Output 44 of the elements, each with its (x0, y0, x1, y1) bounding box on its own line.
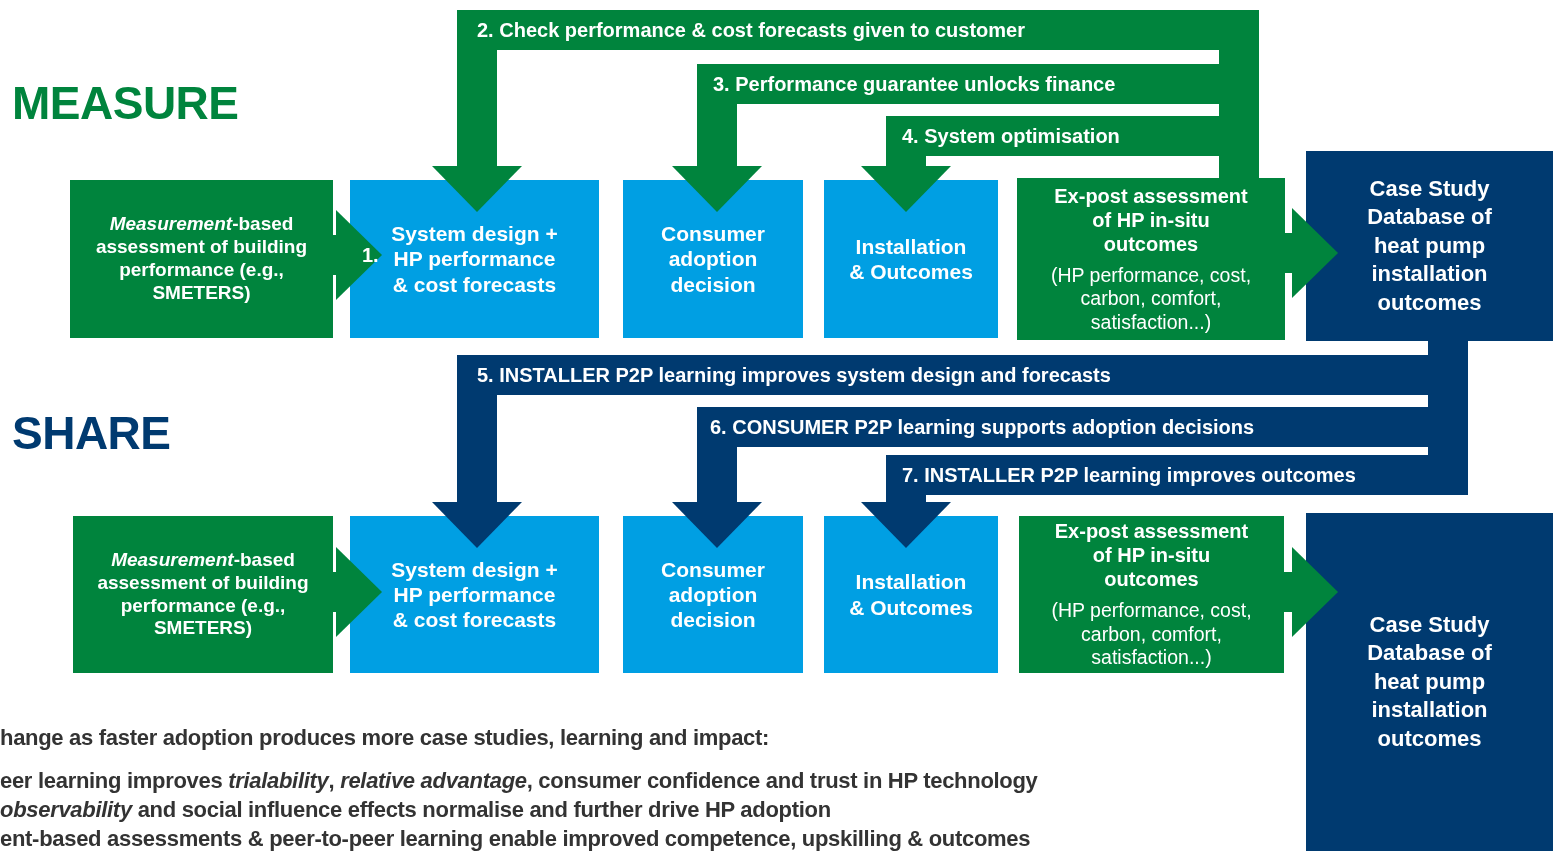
process-box (623, 516, 803, 673)
edge-label: 1. (362, 244, 379, 266)
edge-label: 7. INSTALLER P2P learning improves outcomes (902, 464, 1356, 486)
box-label: System design + HP performance & cost forecasts (390, 221, 559, 297)
note-text: observability and social influence effects normalise and further drive HP adoption (0, 797, 831, 823)
box-label: (HP performance, cost, carbon, comfort, satisfaction...) (1050, 599, 1253, 670)
box-label: (HP performance, cost, carbon, comfort, satisfaction...) (1049, 263, 1253, 335)
edge-label: 3. Performance guarantee unlocks finance (713, 73, 1116, 95)
process-box (824, 180, 998, 338)
arrow (1284, 547, 1338, 637)
edge-label: 2. Check performance & cost forecasts given to customer (477, 19, 1025, 41)
assessment-box (1019, 516, 1284, 673)
box-label: Ex-post assessment of HP in-situ outcomes (1053, 183, 1249, 256)
box-label: Ex-post assessment of HP in-situ outcomes (1053, 519, 1250, 592)
section-heading: SHARE (12, 410, 171, 456)
process-box (623, 180, 803, 338)
note-text: ent-based assessments & peer-to-peer learning enable improved competence, upskilling & outcomes (0, 826, 1031, 851)
arrow (333, 547, 382, 637)
process-box (73, 516, 333, 673)
edge-label: 6. CONSUMER P2P learning supports adoption decisions (710, 416, 1255, 438)
process-box (350, 180, 599, 338)
box-label: Installation & Outcomes (848, 233, 974, 285)
box-label: Consumer adoption decision (660, 556, 766, 633)
box-label: Measurement-based assessment of building performance (e.g., SMETERS) (94, 213, 309, 305)
arrow (333, 210, 382, 300)
database-box (1306, 151, 1553, 341)
box-label: Consumer adoption decision (660, 221, 766, 297)
note-text: hange as faster adoption produces more case studies, learning and impact: (0, 725, 770, 751)
section-heading: MEASURE (12, 80, 239, 126)
edge-label: 4. System optimisation (902, 125, 1120, 147)
arrow (432, 10, 1259, 212)
edge-label: 5. INSTALLER P2P learning improves system design and forecasts (477, 364, 1111, 386)
box-label: Case Study Database of heat pump installation outcomes (1366, 174, 1493, 317)
database-box (1306, 513, 1553, 851)
box-label: Case Study Database of heat pump installation outcomes (1366, 610, 1493, 753)
process-box (70, 180, 333, 338)
assessment-box (1017, 178, 1285, 340)
box-label: Installation & Outcomes (848, 569, 974, 620)
note-text: eer learning improves trialability, relative advantage, consumer confidence and trust in HP technology (0, 768, 1038, 794)
box-label: System design + HP performance & cost forecasts (390, 556, 559, 633)
process-box (824, 516, 998, 673)
box-label: Measurement-based assessment of building performance (e.g., SMETERS) (96, 548, 310, 641)
arrow (1285, 208, 1338, 298)
process-box (350, 516, 599, 673)
